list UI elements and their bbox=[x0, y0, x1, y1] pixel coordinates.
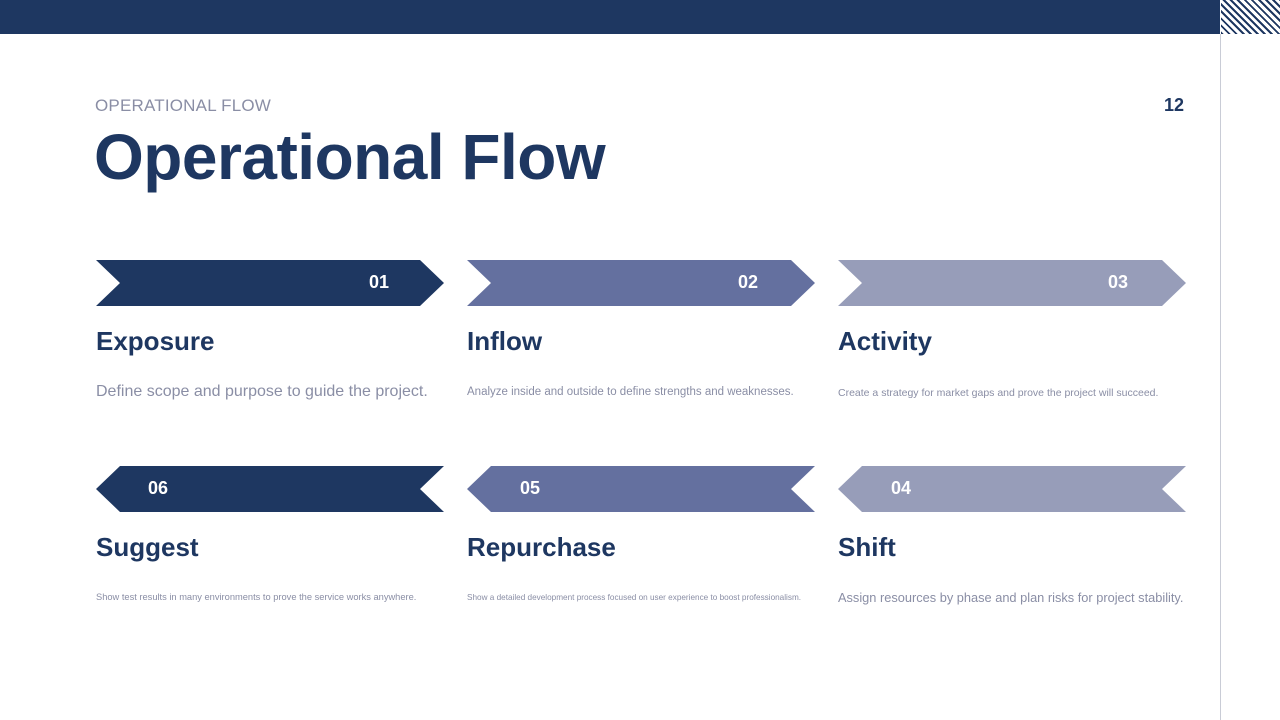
step-number: 05 bbox=[520, 478, 541, 498]
step-arrow-left: 05 bbox=[467, 466, 815, 512]
page-title: Operational Flow bbox=[94, 121, 606, 193]
step-number: 03 bbox=[1108, 272, 1129, 292]
flow-step-2: 02 Inflow Analyze inside and outside to … bbox=[467, 260, 815, 398]
step-arrow-left: 04 bbox=[838, 466, 1186, 512]
flow-step-3: 03 Activity Create a strategy for market… bbox=[838, 260, 1186, 399]
step-description: Create a strategy for market gaps and pr… bbox=[838, 387, 1159, 399]
step-arrow-left: 06 bbox=[96, 466, 444, 512]
right-divider-line bbox=[1220, 34, 1221, 720]
step-description: Assign resources by phase and plan risks… bbox=[838, 590, 1184, 605]
step-number: 04 bbox=[891, 478, 912, 498]
step-arrow-right: 01 bbox=[96, 260, 444, 306]
step-title: Exposure bbox=[96, 326, 215, 356]
step-arrow-right: 02 bbox=[467, 260, 815, 306]
flow-step-4: 04 Shift Assign resources by phase and p… bbox=[838, 466, 1186, 605]
arrow-shape bbox=[96, 466, 444, 512]
arrow-shape bbox=[838, 466, 1186, 512]
flow-step-6: 06 Suggest Show test results in many env… bbox=[96, 466, 444, 602]
step-description: Show test results in many environments t… bbox=[96, 592, 417, 602]
step-description: Analyze inside and outside to define str… bbox=[467, 386, 794, 398]
step-title: Inflow bbox=[467, 326, 543, 356]
top-banner-bar bbox=[0, 0, 1220, 34]
arrow-shape bbox=[96, 260, 444, 306]
step-title: Repurchase bbox=[467, 532, 616, 562]
arrow-shape bbox=[467, 466, 815, 512]
flow-step-1: 01 Exposure Define scope and purpose to … bbox=[96, 260, 444, 400]
flow-step-5: 05 Repurchase Show a detailed developmen… bbox=[467, 466, 815, 602]
arrow-shape bbox=[467, 260, 815, 306]
section-kicker: OPERATIONAL FLOW bbox=[95, 96, 272, 115]
step-number: 06 bbox=[148, 478, 169, 498]
step-description: Show a detailed development process focu… bbox=[467, 593, 802, 602]
page-number: 12 bbox=[1163, 95, 1184, 115]
step-number: 02 bbox=[738, 272, 759, 292]
step-title: Activity bbox=[838, 326, 932, 356]
step-number: 01 bbox=[369, 272, 390, 292]
step-title: Suggest bbox=[96, 532, 199, 562]
arrow-shape bbox=[838, 260, 1186, 306]
step-title: Shift bbox=[838, 532, 896, 562]
step-description: Define scope and purpose to guide the pr… bbox=[96, 383, 428, 400]
step-arrow-right: 03 bbox=[838, 260, 1186, 306]
corner-stripe-pattern bbox=[1221, 0, 1280, 34]
